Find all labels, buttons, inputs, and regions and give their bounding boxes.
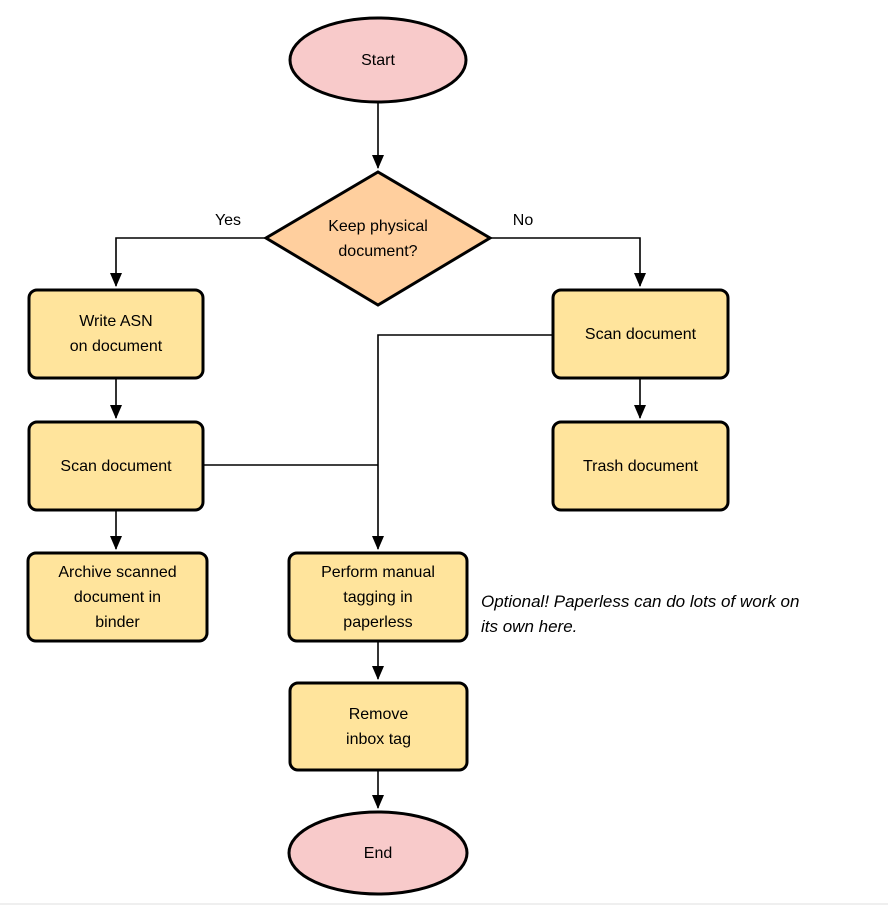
- decision-node-shape: [263, 170, 493, 307]
- start-node-label: Start: [361, 52, 395, 69]
- scan-left-node-label: Scan document: [60, 457, 172, 475]
- end-node-shape: [287, 810, 469, 896]
- archive-node-shape: [26, 551, 209, 643]
- decision-node-label: Keep physical document?: [328, 217, 428, 260]
- write-asn-node-shape: [27, 288, 205, 380]
- edge-decision-yes-to-write-asn: [110, 237, 266, 287]
- remove-tag-node-shape: [288, 681, 469, 772]
- optional-note: Optional! Paperless can do lots of work …: [481, 592, 800, 636]
- scan-right-node-label: Scan document: [584, 325, 697, 343]
- bottom-divider: [0, 903, 888, 905]
- scan-left-node-shape: [27, 420, 205, 512]
- end-node-label: End: [363, 844, 393, 862]
- start-node-shape: [288, 16, 468, 104]
- archive-node-label: Archive scanned document in binder: [58, 563, 177, 631]
- edge-label-yes: Yes: [214, 212, 242, 229]
- write-asn-node-label: Write ASN on document: [69, 313, 163, 355]
- tagging-node-shape: [287, 551, 469, 643]
- edge-scan-right-to-tagging: [372, 334, 553, 550]
- tagging-node-label: Perform manual tagging in paperless: [321, 563, 435, 631]
- trash-node-label: Trash document: [582, 457, 698, 475]
- trash-node-shape: [551, 420, 730, 512]
- edge-label-no: No: [512, 212, 534, 229]
- scan-right-node-shape: [551, 288, 730, 380]
- edge-decision-no-to-scan-right: [490, 237, 646, 287]
- remove-tag-node-label: Remove inbox tag: [346, 705, 411, 748]
